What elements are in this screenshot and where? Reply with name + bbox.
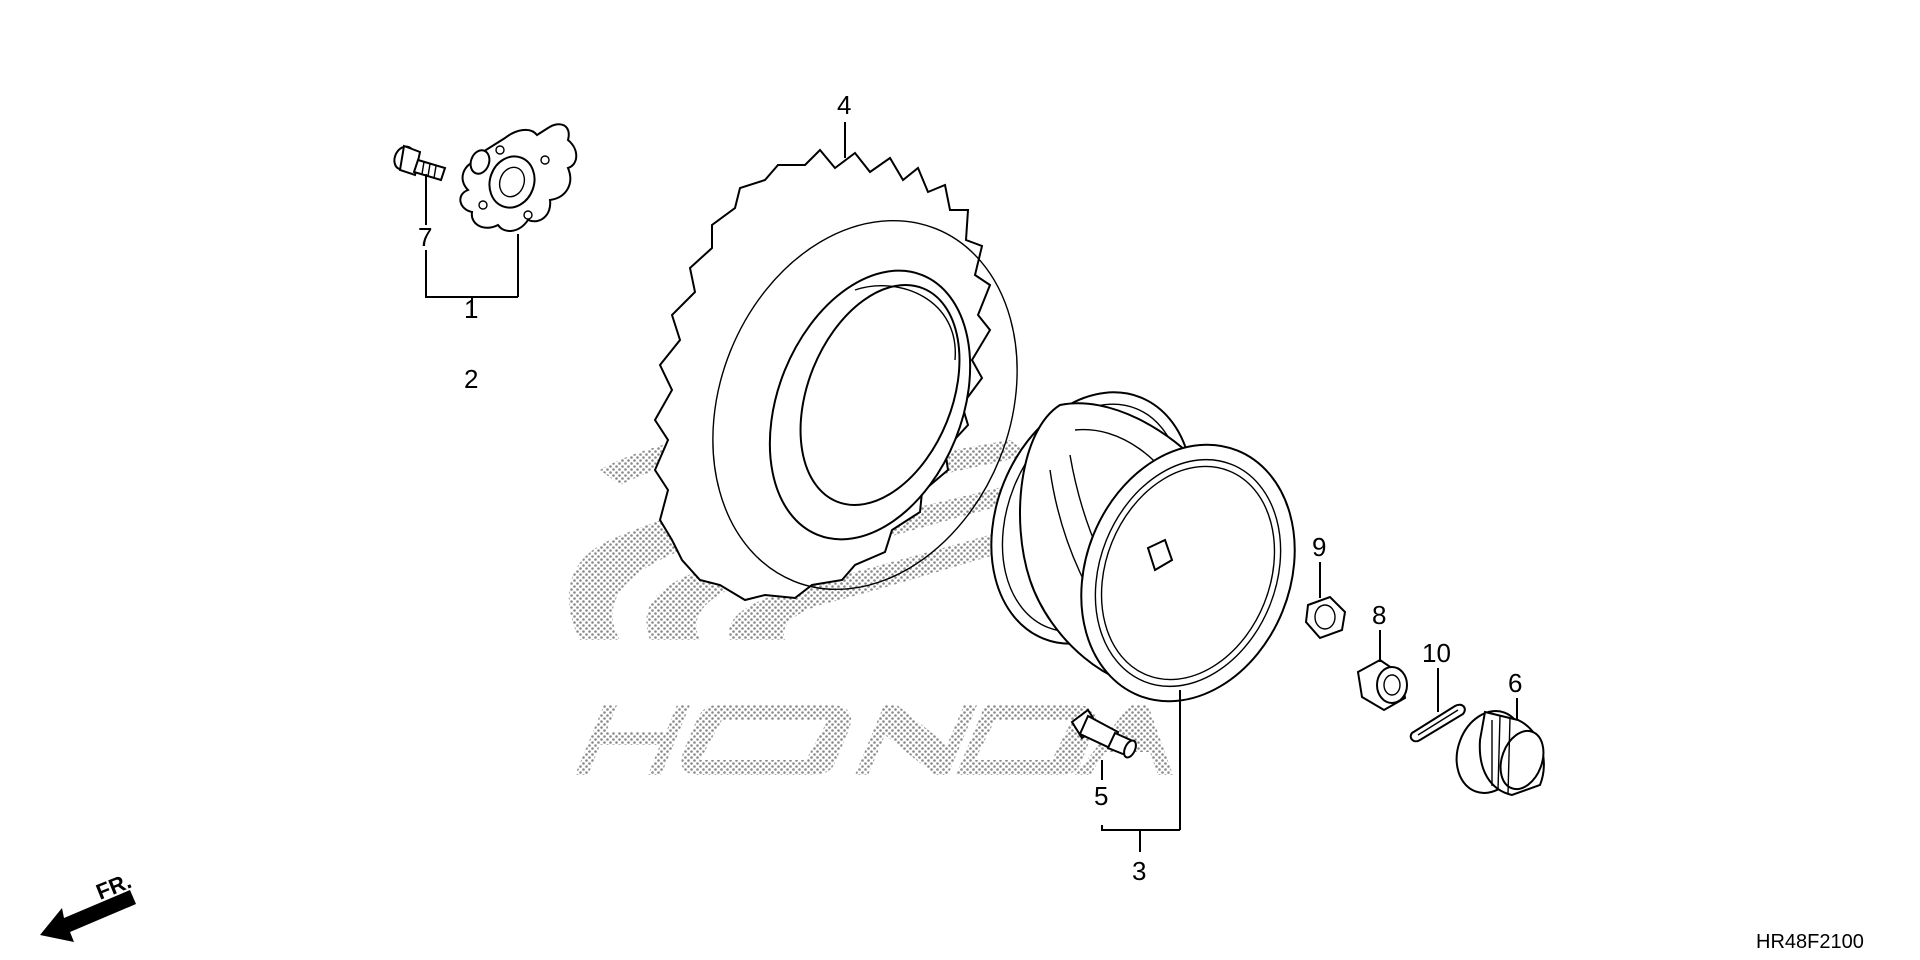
tire-bead-inner	[799, 284, 961, 506]
tire-inner-lip	[854, 285, 956, 361]
wheel-hub	[459, 123, 578, 232]
front-direction-indicator: FR.	[40, 868, 136, 942]
tire	[653, 148, 1018, 602]
hub-cap	[1455, 710, 1545, 797]
callout-4: 4	[837, 90, 851, 120]
castle-nut-8	[1356, 658, 1408, 712]
diagram-code: HR48F2100	[1756, 931, 1864, 953]
stud-bolt	[393, 144, 447, 182]
callout-5: 5	[1094, 781, 1108, 811]
cotter-pin	[1409, 703, 1466, 743]
callout-9: 9	[1312, 532, 1326, 562]
nut-9	[1304, 595, 1347, 640]
callout-3: 3	[1132, 856, 1146, 886]
front-arrow-icon	[40, 890, 136, 942]
callout-7: 7	[418, 222, 432, 252]
callout-1: 1	[464, 294, 478, 324]
callout-2: 2	[464, 364, 478, 394]
callout-6: 6	[1508, 668, 1522, 698]
callout-8: 8	[1372, 600, 1386, 630]
callout-10: 10	[1422, 638, 1451, 668]
tire-sidewall-edge	[712, 219, 1018, 591]
leader-lines	[425, 122, 1518, 852]
rim-hub-window	[1146, 538, 1174, 572]
callouts: 7 1 2 4 9 8 10 6 5 3	[418, 90, 1522, 886]
valve-stem	[1070, 708, 1137, 759]
rim-front-flange	[1080, 443, 1296, 703]
wheel-rim	[990, 391, 1296, 703]
